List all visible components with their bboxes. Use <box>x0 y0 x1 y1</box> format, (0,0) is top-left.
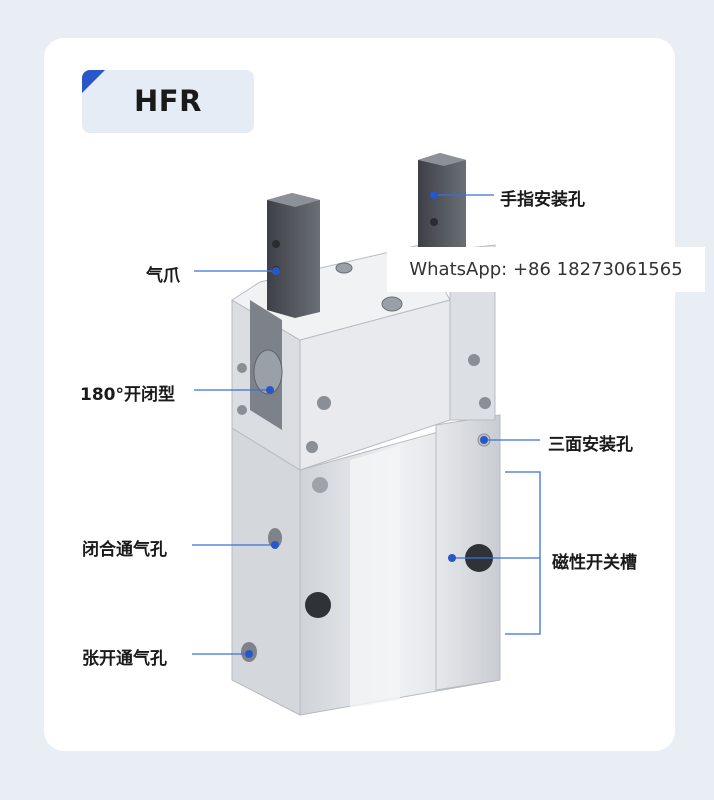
model-title: HFR <box>134 84 202 118</box>
model-title-box: HFR <box>82 70 254 133</box>
label-close-air-port: 闭合通气孔 <box>82 540 167 560</box>
label-open-close-180: 180°开闭型 <box>80 385 175 405</box>
label-finger-mount-hole: 手指安装孔 <box>500 190 585 210</box>
label-air-claw: 气爪 <box>146 266 180 286</box>
label-magnetic-switch-slot: 磁性开关槽 <box>552 553 637 573</box>
label-open-air-port: 张开通气孔 <box>82 649 167 669</box>
label-three-side-mount-hole: 三面安装孔 <box>548 435 633 455</box>
corner-accent <box>82 70 105 93</box>
whatsapp-watermark: WhatsApp: +86 18273061565 <box>387 247 705 292</box>
